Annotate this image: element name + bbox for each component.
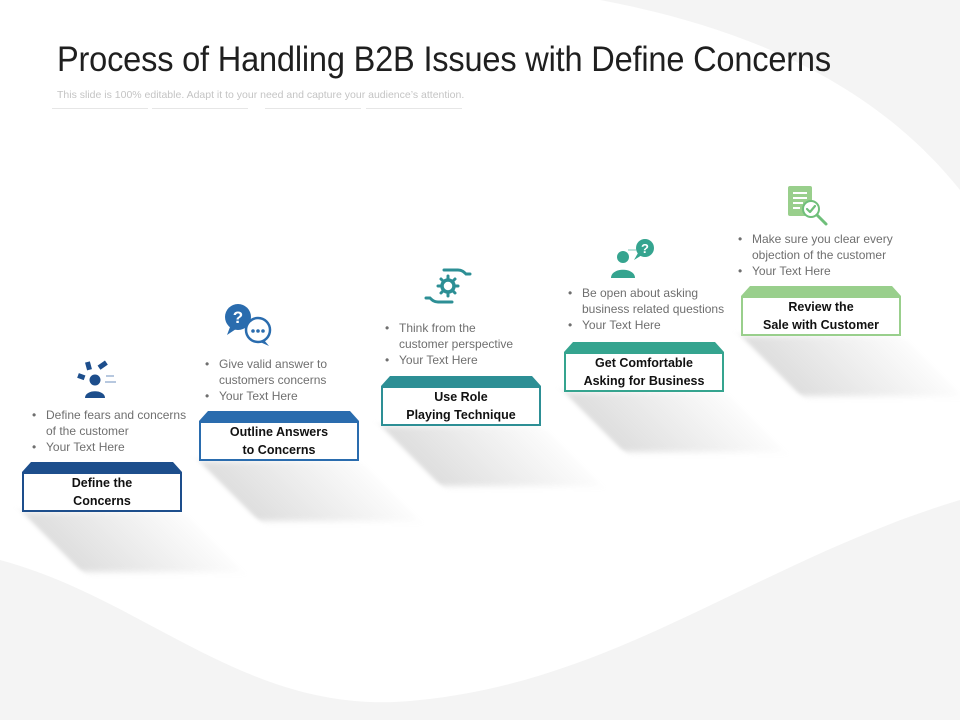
step-3-bullet: Think from the customer perspective	[385, 320, 513, 352]
svg-text:?: ?	[233, 308, 243, 327]
step-4-bullet: Your Text Here	[568, 317, 724, 333]
step-3-bullet: Your Text Here	[385, 352, 513, 368]
step-define-concerns: Define the Concerns	[22, 462, 182, 512]
person-question-icon: ?	[604, 238, 658, 287]
step-1-cap	[22, 462, 182, 472]
subtitle-divider	[52, 108, 148, 109]
subtitle-divider	[265, 108, 361, 109]
step-2-bullet: Your Text Here	[205, 388, 327, 404]
step-5-bullets: Make sure you clear every objection of t…	[738, 231, 893, 279]
step-3-bullets: Think from the customer perspective Your…	[385, 320, 513, 368]
slide-subtitle: This slide is 100% editable. Adapt it to…	[57, 89, 465, 101]
step-get-comfortable: Get Comfortable Asking for Business	[564, 342, 724, 392]
step-review-sale: Review the Sale with Customer	[741, 286, 901, 336]
step-2-bullets: Give valid answer to customers concerns …	[205, 356, 327, 404]
subtitle-divider	[366, 108, 462, 109]
hands-gear-icon	[424, 266, 472, 311]
step-3-label: Use Role Playing Technique	[381, 386, 541, 426]
concerns-person-icon	[74, 358, 120, 409]
step-5-cap	[741, 286, 901, 296]
question-chat-icon: ?	[222, 302, 274, 353]
step-2-label: Outline Answers to Concerns	[199, 421, 359, 461]
step-3-cap	[381, 376, 541, 386]
step-5-label: Review the Sale with Customer	[741, 296, 901, 336]
step-2-cap	[199, 411, 359, 421]
step-2-bullet: Give valid answer to customers concerns	[205, 356, 327, 388]
document-check-icon	[786, 184, 830, 233]
subtitle-divider	[152, 108, 248, 109]
step-4-cap	[564, 342, 724, 352]
step-4-bullet: Be open about asking business related qu…	[568, 285, 724, 317]
step-role-playing: Use Role Playing Technique	[381, 376, 541, 426]
svg-text:?: ?	[641, 241, 649, 256]
step-5-bullet: Your Text Here	[738, 263, 893, 279]
step-1-bullet: Your Text Here	[32, 439, 186, 455]
step-4-bullets: Be open about asking business related qu…	[568, 285, 724, 333]
step-1-label: Define the Concerns	[22, 472, 182, 512]
slide-title: Process of Handling B2B Issues with Defi…	[57, 40, 831, 79]
step-1-bullets: Define fears and concerns of the custome…	[32, 407, 186, 455]
step-1-bullet: Define fears and concerns of the custome…	[32, 407, 186, 439]
step-5-bullet: Make sure you clear every objection of t…	[738, 231, 893, 263]
step-outline-answers: Outline Answers to Concerns	[199, 411, 359, 461]
step-4-label: Get Comfortable Asking for Business	[564, 352, 724, 392]
